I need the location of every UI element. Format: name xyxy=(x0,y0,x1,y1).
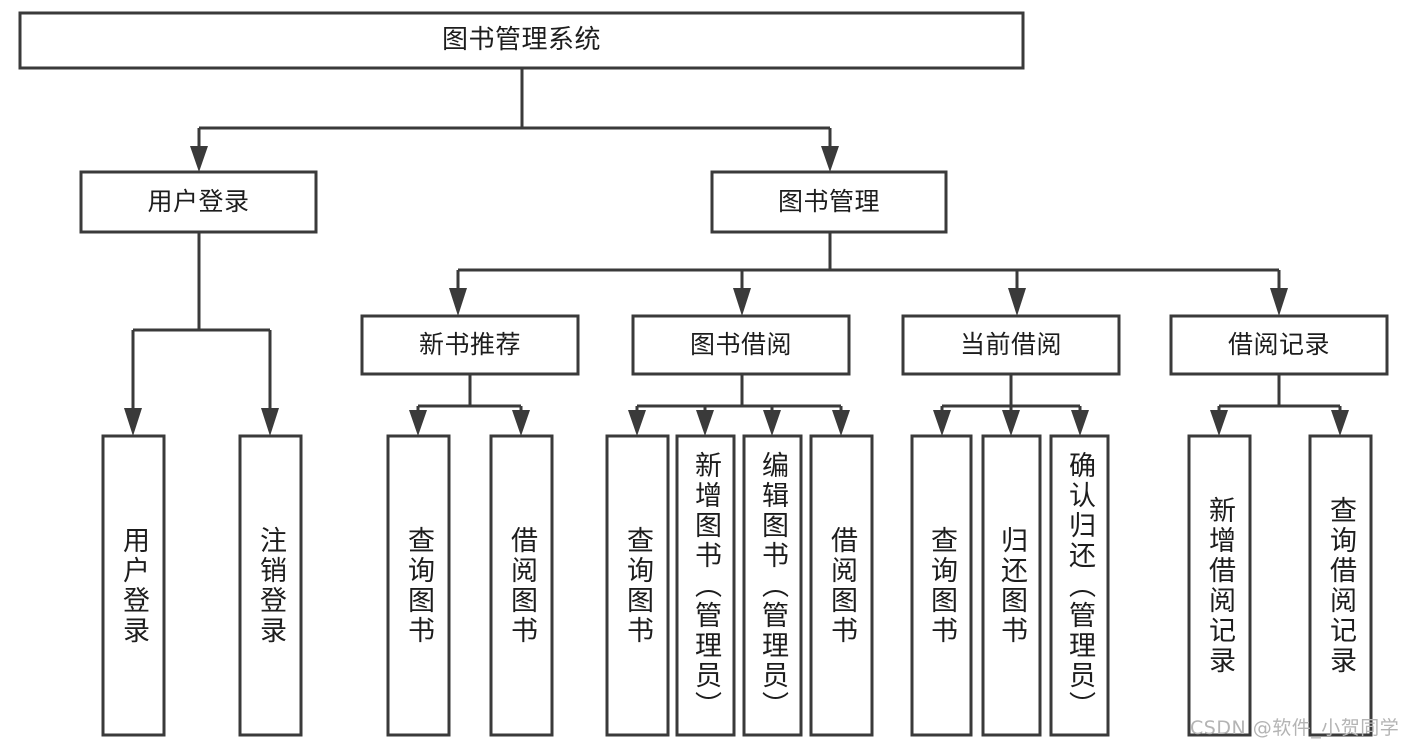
node-box-user-login[interactable] xyxy=(79,170,318,234)
watermark: CSDN @软件_小贺同学 xyxy=(1190,717,1400,739)
node-box-root[interactable] xyxy=(18,11,1025,70)
arrow-head-icon xyxy=(763,410,781,436)
arrow-head-icon xyxy=(832,410,850,436)
node-box-leaf-10[interactable] xyxy=(1049,434,1110,737)
arrow-head-icon xyxy=(124,408,142,436)
node-box-leaf-9[interactable] xyxy=(981,434,1042,737)
node-box-leaf-8[interactable] xyxy=(910,434,973,737)
connector-current-to-leaves xyxy=(933,374,1089,436)
node-box-current-borrow[interactable] xyxy=(901,314,1121,376)
arrow-head-icon xyxy=(696,410,714,436)
arrow-head-icon xyxy=(1002,410,1020,436)
arrow-head-icon xyxy=(733,288,751,316)
node-box-leaf-5[interactable] xyxy=(675,434,736,737)
arrow-head-icon xyxy=(628,410,646,436)
node-box-book-borrow[interactable] xyxy=(631,314,851,376)
node-box-new-book-recommend[interactable] xyxy=(360,314,580,376)
node-box-leaf-3[interactable] xyxy=(489,434,554,737)
arrow-head-icon xyxy=(1331,410,1349,436)
connector-bookmgmt-to-level3 xyxy=(449,232,1288,316)
node-box-leaf-12[interactable] xyxy=(1308,434,1373,737)
connector-record-to-leaves xyxy=(1210,374,1349,436)
connector-userlogin-to-leaves xyxy=(124,232,279,436)
arrow-head-icon xyxy=(409,410,427,436)
node-box-leaf-2[interactable] xyxy=(386,434,451,737)
node-box-leaf-11[interactable] xyxy=(1187,434,1252,737)
arrow-head-icon xyxy=(1270,288,1288,316)
arrow-head-icon xyxy=(1008,288,1026,316)
arrow-head-icon xyxy=(190,146,208,172)
connector-borrow-to-leaves xyxy=(628,374,850,436)
node-box-leaf-1[interactable] xyxy=(238,434,303,737)
connector-newbook-to-leaves xyxy=(409,374,530,436)
arrow-head-icon xyxy=(1210,410,1228,436)
arrow-head-icon xyxy=(1071,410,1089,436)
arrow-head-icon xyxy=(261,408,279,436)
node-box-leaf-6[interactable] xyxy=(742,434,803,737)
node-box-leaf-4[interactable] xyxy=(605,434,670,737)
arrow-head-icon xyxy=(821,146,839,172)
node-box-leaf-0[interactable] xyxy=(101,434,166,737)
arrow-head-icon xyxy=(933,410,951,436)
node-box-book-management[interactable] xyxy=(710,170,948,234)
node-box-borrow-record[interactable] xyxy=(1169,314,1389,376)
arrow-head-icon xyxy=(512,410,530,436)
connector-root-to-level2 xyxy=(190,68,839,172)
arrow-head-icon xyxy=(449,288,467,316)
node-box-leaf-7[interactable] xyxy=(809,434,874,737)
